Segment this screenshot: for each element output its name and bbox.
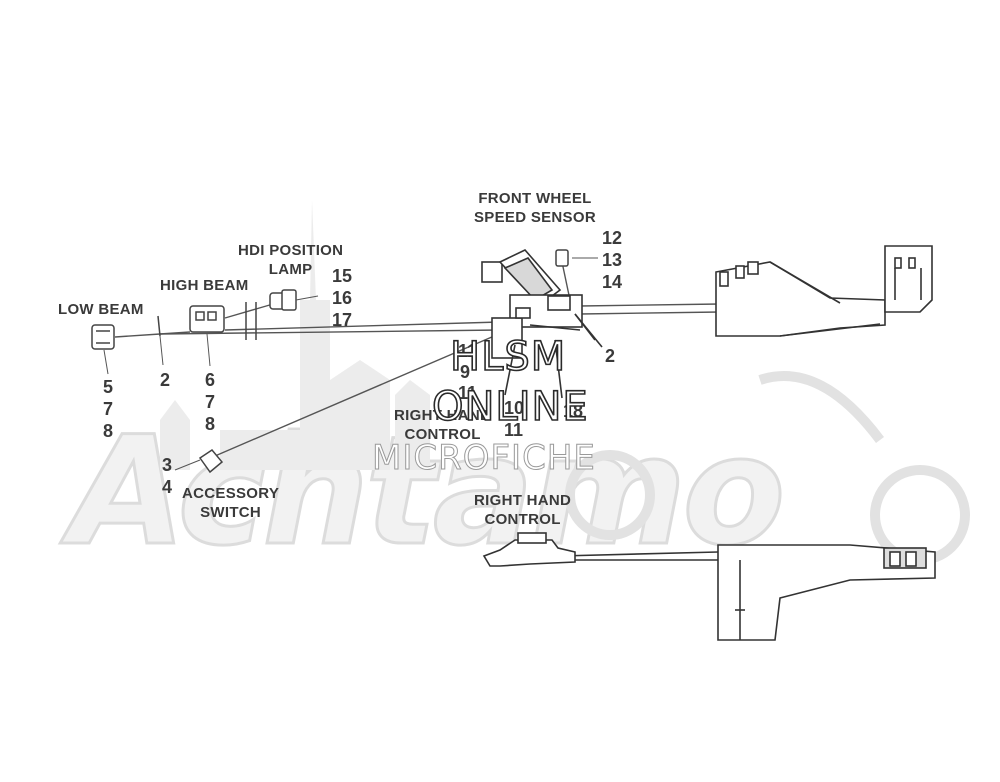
callout-11-top: 11 — [458, 341, 478, 361]
junction-block — [481, 249, 603, 399]
callout-11-bot: 11 — [504, 420, 524, 440]
callout-15: 15 — [332, 266, 353, 286]
callout-6: 6 — [205, 370, 216, 390]
callout-13: 13 — [602, 250, 623, 270]
label-high-beam: HIGH BEAM — [160, 277, 249, 294]
callout-5: 5 — [103, 377, 114, 397]
label-hdi-position-lamp: HDI POSITION LAMP — [238, 242, 344, 278]
callout-17: 17 — [332, 310, 353, 330]
callout-8-mid: 8 — [205, 414, 216, 434]
watermark-microfiche: MICROFICHE — [372, 438, 596, 479]
watermark-online: ONLINE — [431, 383, 589, 431]
callout-14: 14 — [602, 272, 623, 292]
hdi-lamp-connector — [269, 289, 297, 311]
callout-10: 10 — [504, 398, 525, 418]
label-low-beam: LOW BEAM — [58, 301, 144, 318]
callout-2-left: 2 — [160, 370, 171, 390]
callout-11-mid: 11 — [458, 383, 478, 403]
callout-4: 4 — [162, 477, 173, 497]
watermark-hlsm: HLSM — [449, 333, 567, 381]
callout-7-left: 7 — [103, 399, 114, 419]
accessory-switch-connector — [198, 449, 224, 474]
callout-9: 9 — [460, 362, 471, 382]
callout-3: 3 — [162, 455, 173, 475]
label-right-hand-control-upper: RIGHT HAND CONTROL — [394, 407, 492, 443]
label-right-hand-control-lower: RIGHT HAND CONTROL — [474, 492, 572, 528]
callout-8-left: 8 — [103, 421, 114, 441]
low-beam-connector — [91, 324, 115, 350]
leader-lines — [103, 257, 598, 471]
speed-sensor-connector — [555, 249, 569, 267]
callout-12: 12 — [602, 228, 623, 248]
callout-2-right: 2 — [605, 346, 616, 366]
callout-7-mid: 7 — [205, 392, 216, 412]
upper-harness — [114, 261, 721, 457]
label-front-wheel-speed-sensor: FRONT WHEEL SPEED SENSOR — [474, 190, 596, 226]
lower-harness — [482, 532, 936, 641]
callout-18: 18 — [563, 401, 584, 421]
motorcycle-watermark — [565, 371, 970, 565]
upper-handlebar — [715, 245, 933, 337]
callout-16: 16 — [332, 288, 353, 308]
label-accessory-switch: ACCESSORY SWITCH — [182, 485, 280, 521]
high-beam-connector — [157, 302, 257, 340]
